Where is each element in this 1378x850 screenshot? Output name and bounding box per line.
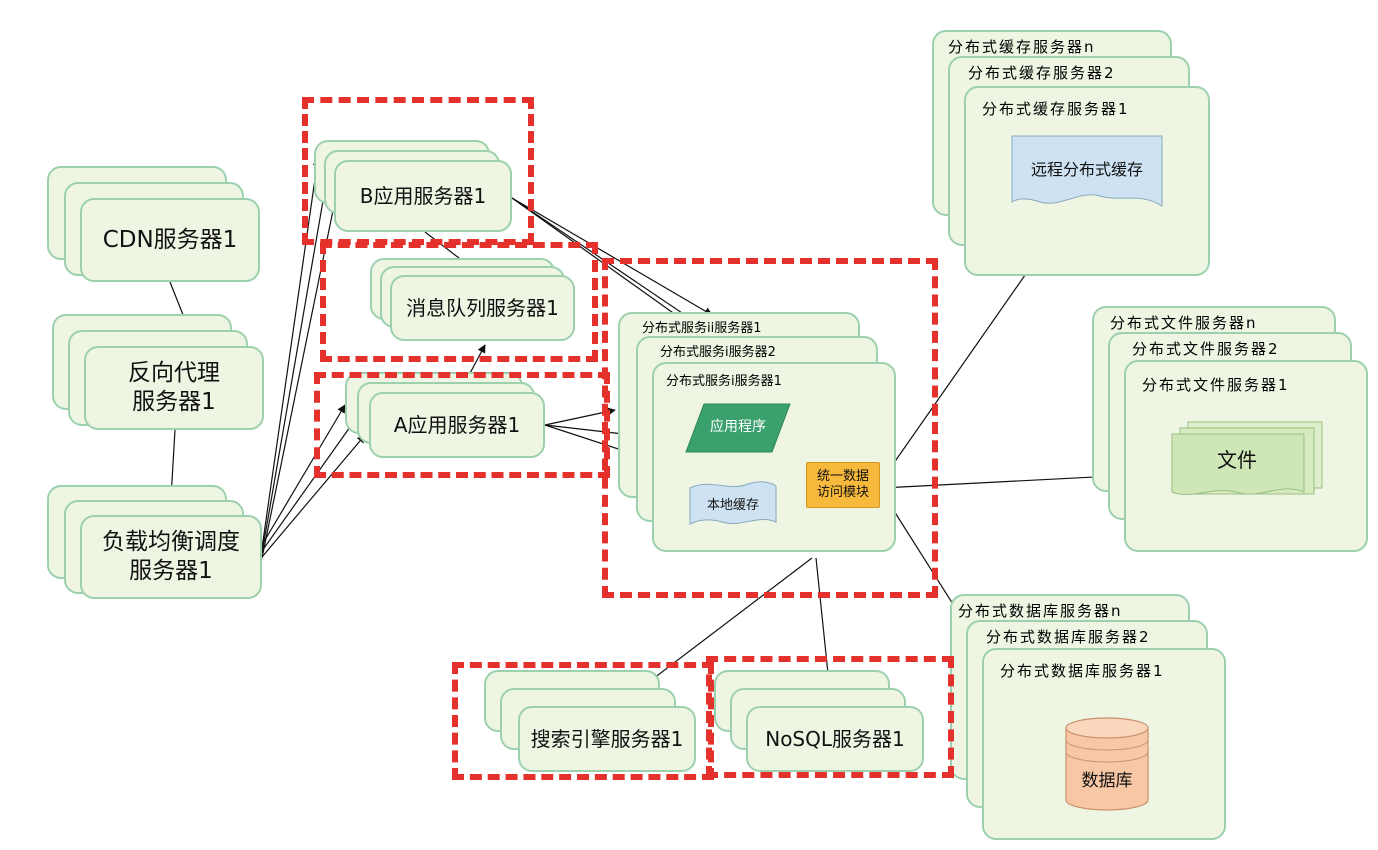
cdn-server-label: CDN服务器1 <box>102 226 238 253</box>
mq-label: 消息队列服务器1 <box>406 295 559 320</box>
app-program-shape <box>685 403 791 453</box>
file-server-n-label: 分布式文件服务器n <box>1110 314 1258 332</box>
search-engine-server: 搜索引擎服务器1 <box>518 706 696 772</box>
nosql-dashed-group <box>706 656 954 778</box>
local-cache-shape <box>689 481 777 525</box>
cache-server-1: 分布式缓存服务器1 <box>964 86 1210 276</box>
nosql-server: NoSQL服务器1 <box>746 706 924 772</box>
b-app-dashed-group <box>302 97 534 245</box>
dist-service-i1-label: 分布式服务i服务器1 <box>666 374 782 389</box>
local-cache-label: 本地缓存 <box>706 497 759 513</box>
reverse-proxy-label-2: 服务器1 <box>132 389 216 415</box>
remote-cache-shape <box>1011 135 1163 207</box>
mq-dashed-group <box>320 242 598 362</box>
remote-cache-label: 远程分布式缓存 <box>1030 160 1143 179</box>
reverse-proxy-server: 反向代理 服务器1 <box>84 346 264 430</box>
file-icon-stack <box>1171 421 1323 496</box>
file-label: 文件 <box>1217 447 1257 472</box>
cdn-server: CDN服务器1 <box>80 198 260 282</box>
dist-service-dashed-group <box>602 258 938 598</box>
file-server-2-label: 分布式文件服务器2 <box>1132 340 1280 358</box>
db-server-n-label: 分布式数据库服务器n <box>958 602 1123 620</box>
cache-server-1-label: 分布式缓存服务器1 <box>982 100 1130 118</box>
db-server-1-label: 分布式数据库服务器1 <box>1000 662 1165 680</box>
unified-data-access-module: 统一数据 访问模块 <box>806 462 880 508</box>
dist-service-ii-label: 分布式服务ii服务器1 <box>642 321 762 336</box>
data-module-label-2: 访问模块 <box>816 485 869 500</box>
a-app-dashed-group <box>314 372 610 478</box>
a-app-label: A应用服务器1 <box>393 412 521 437</box>
reverse-proxy-label-1: 反向代理 <box>128 360 220 387</box>
a-app-server: A应用服务器1 <box>369 392 545 458</box>
app-program-label: 应用程序 <box>710 419 766 436</box>
nosql-label: NoSQL服务器1 <box>765 726 905 751</box>
b-app-label: B应用服务器1 <box>359 183 487 208</box>
load-balancer-label-1: 负载均衡调度 <box>102 529 240 556</box>
search-dashed-group <box>452 662 714 780</box>
load-balancer-server: 负载均衡调度 服务器1 <box>80 515 262 599</box>
db-server-2-label: 分布式数据库服务器2 <box>986 628 1151 646</box>
cache-server-2-label: 分布式缓存服务器2 <box>968 64 1116 82</box>
database-icon <box>1065 717 1149 811</box>
search-engine-label: 搜索引擎服务器1 <box>530 726 684 751</box>
dist-service-i2-label: 分布式服务i服务器2 <box>660 345 776 360</box>
mq-server: 消息队列服务器1 <box>390 275 575 341</box>
data-module-label-1: 统一数据 <box>816 468 869 484</box>
file-server-1-label: 分布式文件服务器1 <box>1142 376 1290 394</box>
b-app-server: B应用服务器1 <box>334 160 512 232</box>
cache-server-n-label: 分布式缓存服务器n <box>948 38 1096 56</box>
database-label: 数据库 <box>1081 771 1133 792</box>
load-balancer-label-2: 服务器1 <box>129 558 213 584</box>
